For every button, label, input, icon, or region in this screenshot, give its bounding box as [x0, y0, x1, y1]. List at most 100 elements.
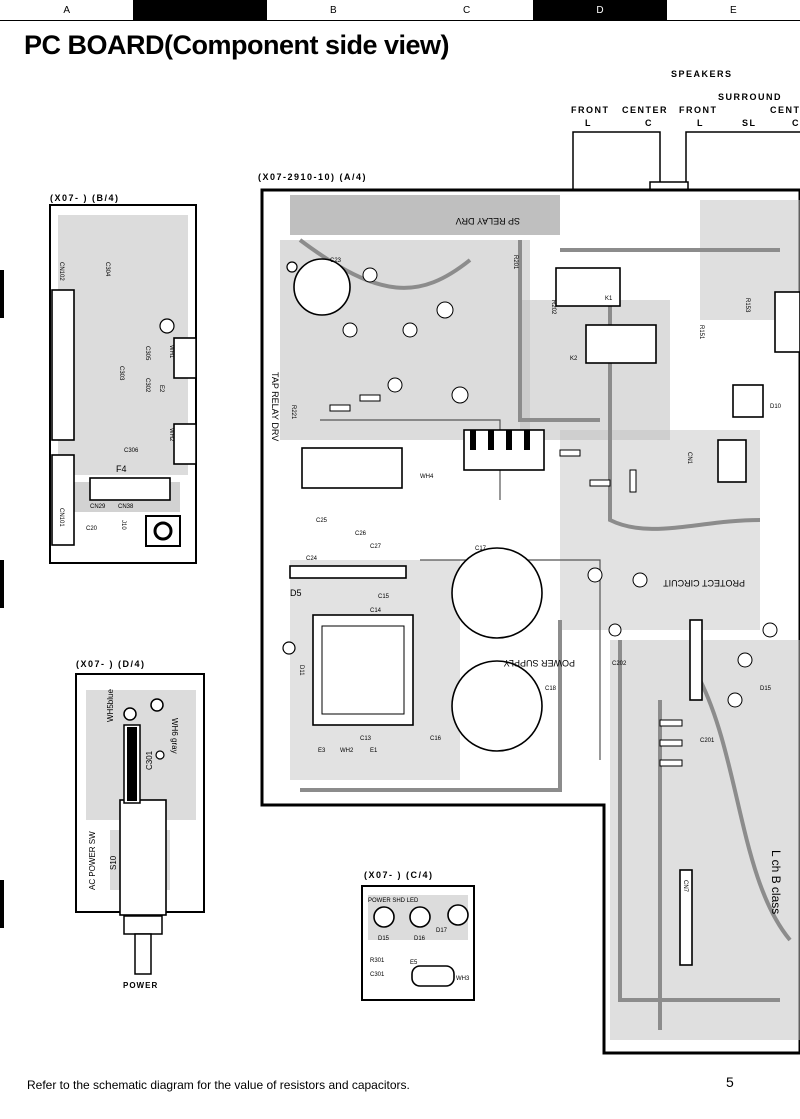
board-c4: POWER SHD LED D15 D16 D17 R301 C301 E5 W…: [361, 885, 475, 1001]
lch-b-class-label: L ch B class: [769, 850, 783, 914]
b4-wh2-label: WH2: [168, 428, 174, 442]
r153-label: R153: [744, 298, 750, 313]
k2-label: K2: [570, 356, 578, 362]
d5-label: D5: [290, 588, 302, 598]
b4-wh1-label: WH1: [168, 345, 174, 359]
c4-d17-label: D17: [436, 928, 448, 934]
r201-label: R201: [512, 255, 518, 270]
d4-power-label: POWER: [123, 981, 158, 990]
ruler-cell-d: D: [533, 0, 667, 21]
wire-wh2: [173, 423, 197, 465]
e3-label: E3: [318, 748, 326, 754]
b4-c20-label: C20: [86, 526, 98, 532]
d15-label: D15: [760, 686, 772, 692]
b4-c304-label: C304: [104, 262, 110, 277]
d11-label: D11: [298, 665, 304, 676]
wh2-label: WH2: [340, 748, 354, 754]
surround-center-label: CENT: [770, 105, 800, 115]
b4-cn101-label: CN101: [58, 508, 64, 527]
power-shaft: [134, 933, 152, 975]
r221-label: R221: [290, 405, 296, 420]
ruler-cell-b: B: [266, 0, 400, 21]
coil: [732, 384, 764, 418]
c4-e5-label: E5: [410, 960, 418, 966]
side-registration-mark: [0, 270, 4, 318]
board-c4-label: (X07- ) (C/4): [364, 870, 434, 880]
connector-cn102: [51, 289, 75, 441]
b4-c305-label: C305: [144, 346, 150, 361]
cn1-label: CN1: [686, 452, 692, 465]
side-registration-mark: [0, 560, 4, 608]
relay-k2: [585, 324, 657, 364]
cn7-label: CN7: [682, 880, 688, 893]
b4-cn102-label: CN102: [58, 262, 64, 281]
wh4-label: WH4: [420, 474, 434, 480]
b4-cn29-label: CN29: [90, 504, 106, 510]
k1-label: K1: [605, 296, 613, 302]
power-supply-label: POWER SUPPLY: [504, 658, 575, 668]
ruler-cell-c: C: [399, 0, 534, 21]
d4-s10-label: S10: [109, 855, 118, 870]
c202-label: C202: [612, 661, 627, 667]
c24-label: C24: [306, 556, 318, 562]
main-board-label: (X07-2910-10) (A/4): [258, 172, 368, 182]
connector-protect: [689, 619, 703, 701]
d4-c301-label: C301: [145, 750, 154, 770]
led-d16: [409, 906, 431, 928]
connector-cn7: [679, 869, 693, 966]
capacitor-c17: [451, 547, 543, 639]
b4-e2-label: E2: [158, 385, 164, 393]
c13-label: C13: [360, 736, 372, 742]
tap-relay-block: [301, 447, 403, 489]
led-d15: [373, 906, 395, 928]
board-d4: WH5blue WH6 gray C301 AC POWER SW S10 PO…: [75, 673, 205, 990]
bridge-rectifier-d11: [312, 614, 414, 726]
sp-relay-label: SP RELAY DRV: [456, 216, 520, 226]
c4-wh3-label: WH3: [456, 976, 470, 982]
ruler-cell-a: A: [0, 0, 134, 21]
channel-c2-label: C: [792, 118, 800, 128]
center-label: CENTER: [622, 105, 669, 115]
page-number: 5: [726, 1074, 734, 1090]
wire-wh1: [173, 337, 197, 379]
footnote: Refer to the schematic diagram for the v…: [27, 1078, 410, 1092]
coil-2: [717, 439, 747, 483]
heatsink: [463, 429, 545, 471]
c14-label: C14: [370, 608, 382, 614]
board-d4-label: (X07- ) (D/4): [76, 659, 146, 669]
ruler-cell-e: E: [666, 0, 800, 21]
connector-cn101: [51, 454, 75, 546]
fuse-f4: [89, 477, 171, 501]
c4-r301-label: R301: [370, 958, 385, 964]
c4-d15-label: D15: [378, 936, 390, 942]
channel-c-label: C: [645, 118, 653, 128]
main-board-components: [282, 258, 800, 966]
diode-d5: [289, 565, 407, 579]
side-registration-mark: [0, 880, 4, 928]
b4-f4-label: F4: [116, 464, 127, 474]
c201-label: C201: [700, 738, 715, 744]
speakers-header: SPEAKERS: [671, 69, 733, 79]
relay-right: [774, 291, 800, 353]
surround-header: SURROUND: [718, 92, 783, 102]
c4-c301-label: C301: [370, 972, 385, 978]
c15-label: C15: [378, 594, 390, 600]
c4-d16-label: D16: [414, 936, 426, 942]
wire-wh3: [411, 965, 455, 987]
main-board-traces: [298, 238, 792, 1030]
c17-label: C17: [475, 546, 487, 552]
tap-relay-label: TAP RELAY DRV: [270, 372, 280, 441]
d10-label: D10: [770, 404, 782, 410]
b4-c303-label: C303: [118, 366, 124, 381]
grid-ruler: A B C D E: [0, 0, 800, 21]
ruler-cell-ab: [133, 0, 267, 21]
b4-cn38-label: CN38: [118, 504, 134, 510]
capacitor-c23: [293, 258, 351, 316]
jumper-j10: [145, 515, 181, 547]
main-board-labels: SP RELAY DRV TAP RELAY DRV POWER SUPPLY …: [270, 216, 783, 914]
d4-switch-label: AC POWER SW: [88, 831, 97, 890]
b4-j10-label: J10: [120, 520, 126, 530]
d4-wh6-label: WH6 gray: [170, 718, 179, 754]
relay-k1: [555, 267, 621, 307]
